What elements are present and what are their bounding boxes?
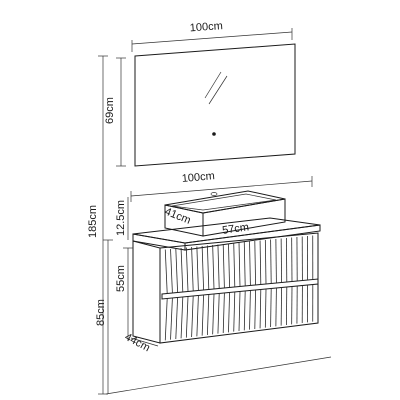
total-height-dimension: 185cm [87, 55, 108, 395]
fluting-slat [233, 242, 236, 288]
basin-width-label: 57cm [221, 221, 249, 237]
fluting-slat [249, 241, 251, 286]
countertop [132, 217, 321, 251]
fluting-slat [249, 290, 251, 330]
fluting-slat [264, 288, 267, 328]
fluting-slat [164, 298, 168, 341]
fluting-slat [228, 292, 230, 333]
lower-drawer-fluting [164, 284, 314, 341]
mirror-frame [134, 43, 296, 167]
cabinet-depth-label: 44cm [123, 331, 152, 354]
cabinet-width-dimension: 100cm [130, 170, 313, 202]
floor-line [105, 356, 332, 395]
fluting-slat [270, 288, 272, 328]
fluting-slat [196, 246, 199, 291]
fluting-slat [275, 287, 277, 327]
mirror-width-label: 100cm [189, 20, 223, 34]
mirror-glare-icon [204, 71, 228, 105]
fluting-slat [228, 243, 230, 288]
fluting-slat [270, 239, 272, 284]
fluting-slat [217, 293, 220, 334]
fluting-slat [164, 249, 168, 294]
fluting-slat [238, 242, 241, 287]
fluting-slat [180, 247, 184, 293]
fluting-slat [259, 240, 262, 285]
fluting-slat [207, 294, 210, 336]
mirror [134, 43, 296, 167]
basin [164, 190, 286, 237]
basin-height-label: 12.5cm [115, 200, 127, 236]
fluting-slat [254, 240, 256, 286]
cabinet-width-label: 100cm [181, 170, 215, 185]
floor-height-dimension: 85cm [95, 239, 113, 394]
cabinet-height-dimension: 55cm [115, 247, 133, 340]
fluting-slat [175, 297, 178, 340]
fluting-slat [180, 296, 184, 339]
fluting-slat [254, 289, 256, 330]
fluting-slat [233, 291, 236, 332]
fluting-slat [185, 296, 189, 338]
fluting-slat [201, 245, 204, 291]
fluting-slat [275, 238, 277, 284]
fluting-slat [217, 244, 220, 289]
fluting-slat [259, 289, 262, 329]
mirror-width-dimension: 100cm [131, 20, 293, 52]
fluting-slat [191, 295, 194, 338]
fluting-slat [222, 292, 225, 334]
mirror-height-dimension: 69cm [104, 57, 126, 167]
fluting-slat [170, 248, 173, 294]
fluting-slat [207, 245, 210, 290]
basin-depth-label: 41cm [163, 206, 192, 227]
fluting-slat [238, 291, 241, 332]
fluting-slat [196, 295, 199, 337]
cabinet-height-label: 55cm [115, 265, 127, 292]
fluting-slat [175, 248, 178, 293]
light-dot-icon [212, 132, 216, 136]
fluting-slat [264, 239, 267, 285]
fluting-slat [212, 244, 215, 290]
fluting-slat [191, 246, 194, 292]
floor-height-label: 85cm [95, 299, 107, 326]
fluting-slat [212, 293, 215, 335]
total-height-label: 185cm [87, 205, 99, 238]
fluting-slat [243, 290, 246, 331]
fluting-slat [185, 247, 189, 292]
fluting-slat [170, 297, 173, 340]
fluting-slat [243, 241, 246, 287]
fluting-slat [201, 294, 204, 336]
cabinet-depth-dimension: 44cm [123, 331, 159, 354]
fluting-slat [222, 243, 225, 289]
cabinet [132, 232, 319, 344]
basin-height-dimension: 12.5cm [115, 197, 129, 240]
upper-drawer-fluting [164, 235, 314, 294]
mirror-height-label: 69cm [104, 97, 116, 124]
